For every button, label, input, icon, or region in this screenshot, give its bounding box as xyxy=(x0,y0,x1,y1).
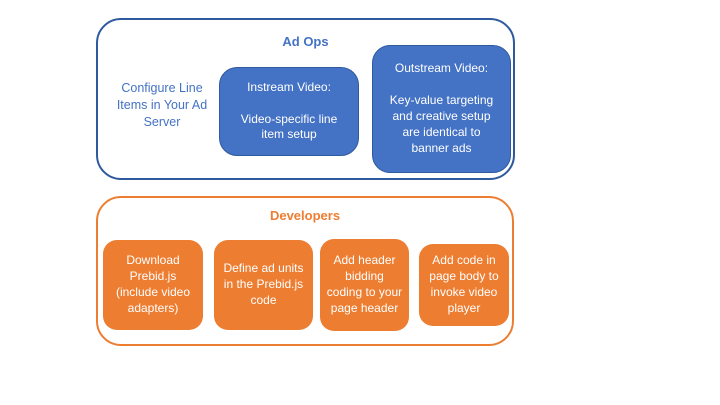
step-add-page-body-code-box: Add code in page body to invoke video pl… xyxy=(419,244,509,326)
instream-video-box-body: Video-specific line item setup xyxy=(240,111,338,142)
instream-video-box-title: Instream Video: xyxy=(247,79,331,94)
step-add-header-bidding-box: Add header bidding coding to your page h… xyxy=(320,239,409,331)
ad-ops-panel-title: Ad Ops xyxy=(282,34,329,49)
ad-ops-panel: Ad Ops Configure Line Items in Your Ad S… xyxy=(96,18,515,180)
step-download-prebid-box: Download Prebid.js (include video adapte… xyxy=(103,240,203,330)
instream-video-box: Instream Video: Video-specific line item… xyxy=(219,67,359,156)
outstream-video-box: Outstream Video: Key-value targeting and… xyxy=(372,45,511,173)
outstream-video-box-body: Key-value targeting and creative setup a… xyxy=(389,93,494,155)
outstream-video-box-title: Outstream Video: xyxy=(394,61,489,76)
step-define-ad-units-box: Define ad units in the Prebid.js code xyxy=(214,240,313,330)
ad-ops-side-note: Configure Line Items in Your Ad Server xyxy=(116,81,208,129)
developers-panel-title: Developers xyxy=(269,208,341,223)
developers-panel: Developers Download Prebid.js (include v… xyxy=(96,196,514,346)
